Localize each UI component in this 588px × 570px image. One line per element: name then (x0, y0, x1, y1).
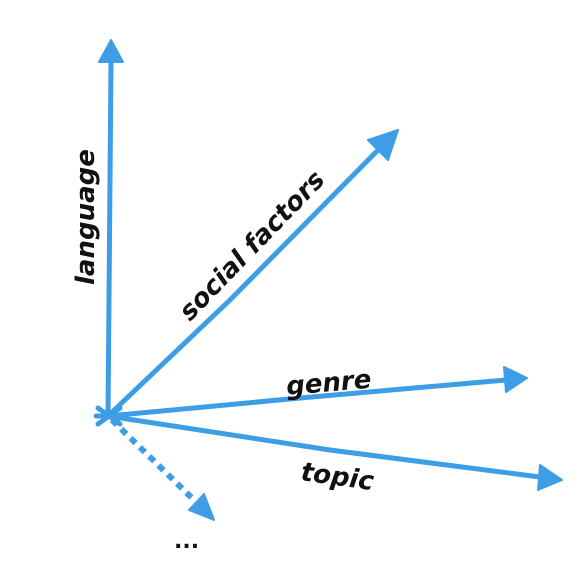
social-factors-label: social factors (173, 165, 331, 327)
social-factors-arrowhead (367, 129, 399, 161)
topic-arrowhead (537, 464, 563, 491)
language-label: language (71, 149, 101, 285)
topic-arrow (105, 413, 563, 491)
social-factors-arrow (105, 129, 399, 419)
genre-arrowhead (503, 366, 528, 393)
more-axes-arrowhead (188, 493, 215, 521)
language-arrow (98, 39, 124, 419)
more-axes-label: ... (174, 529, 199, 554)
genre-label: genre (285, 365, 373, 402)
more-axes-arrow (109, 417, 215, 521)
topic-label: topic (299, 457, 376, 497)
language-arrowhead (98, 39, 124, 63)
genre-arrow (105, 366, 528, 419)
origin-mark (93, 405, 125, 427)
